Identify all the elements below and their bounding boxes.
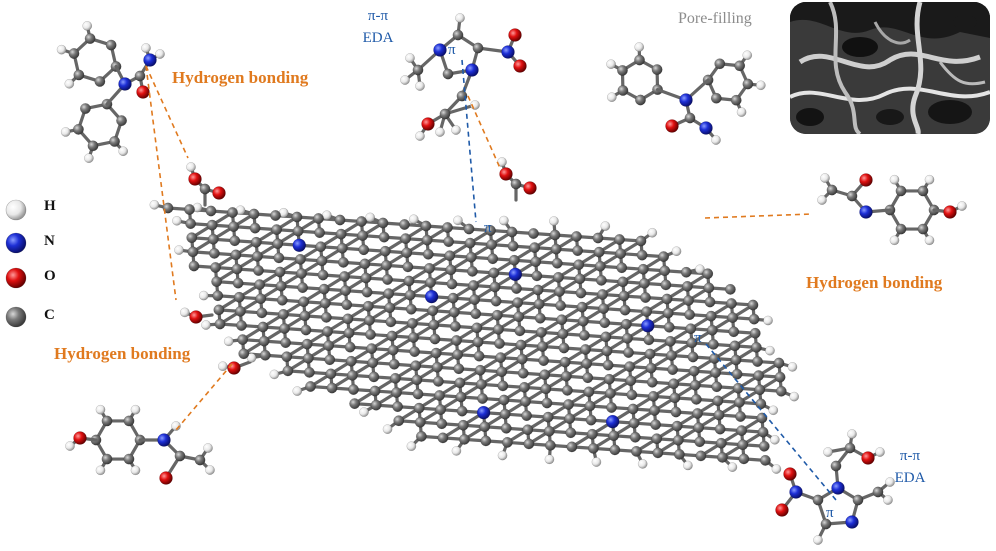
legend-spheres [5, 199, 27, 328]
interaction-lines [145, 59, 837, 501]
pi-symbol-sheet-top: π [484, 220, 492, 236]
hbond-line-nitro-top [467, 95, 501, 169]
pi-symbol-top-molecule: π [448, 42, 456, 58]
legend-sphere-h [5, 199, 27, 221]
acetaminophen-molecule-right [817, 173, 967, 246]
acetaminophen-molecule-bottom-left [65, 404, 215, 485]
hbond-line-top-2 [145, 65, 177, 301]
carbamazepine-molecule-pore [606, 42, 766, 145]
sem-micrograph [790, 2, 990, 134]
nitrogen-doped-graphene-sheet [149, 157, 800, 474]
hbond-line-left [175, 363, 233, 431]
nitroimidazole-molecule-top [400, 13, 527, 141]
pi-pi-line-top [461, 59, 477, 223]
pi-pi-label-top: π-π [367, 8, 389, 24]
eda-label-top: EDA [362, 30, 394, 46]
pi-symbol-sheet-right: π [694, 330, 702, 346]
adsorbate-molecules [5, 13, 967, 545]
legend-label-o: O [44, 268, 56, 284]
pi-pi-line-bottom [705, 343, 837, 501]
hbond-line-right [704, 213, 813, 219]
pi-symbol-bottom-molecule: π [826, 505, 834, 521]
carbamazepine-molecule-top-left [56, 21, 165, 164]
hydrogen-bonding-label-top: Hydrogen bonding [172, 68, 309, 87]
hbond-line-top-1 [145, 65, 189, 159]
hydrogen-bonding-label-left: Hydrogen bonding [54, 344, 191, 363]
legend-sphere-n [5, 232, 27, 254]
pi-pi-label-right: π-π [899, 448, 921, 464]
eda-label-right: EDA [894, 470, 926, 486]
legend-label-h: H [44, 198, 56, 214]
pore-filling-label: Pore-filling [678, 10, 752, 27]
legend-sphere-o [5, 267, 27, 289]
porous-carbon-micrograph-icon [790, 2, 990, 134]
legend-label-c: C [44, 307, 55, 323]
hydrogen-bonding-label-right: Hydrogen bonding [806, 273, 943, 292]
legend-label-n: N [44, 233, 55, 249]
nitroimidazole-molecule-bottom-right [775, 429, 895, 545]
legend-sphere-c [5, 306, 27, 328]
